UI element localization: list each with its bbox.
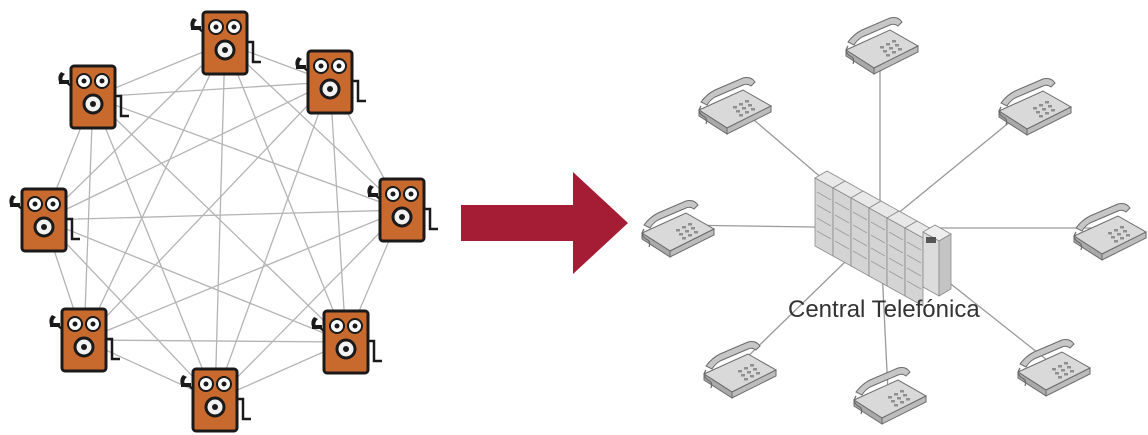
mesh-line xyxy=(83,96,94,341)
mesh-line xyxy=(43,209,403,221)
crank-wall-telephone-icon xyxy=(367,177,438,243)
mesh-line xyxy=(83,339,347,343)
mesh-line xyxy=(92,96,347,343)
mesh-line xyxy=(214,81,331,401)
arrow-shape xyxy=(461,172,628,274)
old-phones xyxy=(9,10,438,433)
crank-wall-telephone-icon xyxy=(190,10,261,76)
desk-telephone-icon xyxy=(997,78,1073,136)
mesh-line xyxy=(224,42,347,343)
crank-wall-telephone-icon xyxy=(295,49,366,115)
mesh-line xyxy=(214,42,226,401)
crank-wall-telephone-icon xyxy=(49,307,120,373)
telephone-exchange-cabinet-icon xyxy=(814,170,952,307)
star-line xyxy=(879,102,1034,229)
desk-phones xyxy=(640,17,1148,425)
mesh-line xyxy=(92,96,216,401)
mesh-line xyxy=(43,219,216,401)
mesh-line xyxy=(83,81,331,341)
desk-telephone-icon xyxy=(640,200,716,258)
mesh-line xyxy=(43,42,226,221)
mesh-line xyxy=(92,81,331,98)
desk-telephone-icon xyxy=(702,341,778,399)
desk-telephone-icon xyxy=(1016,339,1092,397)
crank-wall-telephone-icon xyxy=(311,309,382,375)
crank-wall-telephone-icon xyxy=(9,187,80,253)
exchange-label: Central Telefónica xyxy=(788,296,980,323)
mesh-line xyxy=(43,219,347,343)
crank-wall-telephone-icon xyxy=(58,64,129,130)
right-arrow-icon xyxy=(461,172,628,274)
desk-telephone-icon xyxy=(852,367,928,425)
desk-telephone-icon xyxy=(697,77,773,135)
mesh-line xyxy=(83,42,226,341)
desk-telephone-icon xyxy=(844,17,920,75)
crank-wall-telephone-icon xyxy=(180,367,251,433)
desk-telephone-icon xyxy=(1072,203,1148,261)
mesh-line xyxy=(92,96,403,211)
mesh-line xyxy=(43,81,331,221)
